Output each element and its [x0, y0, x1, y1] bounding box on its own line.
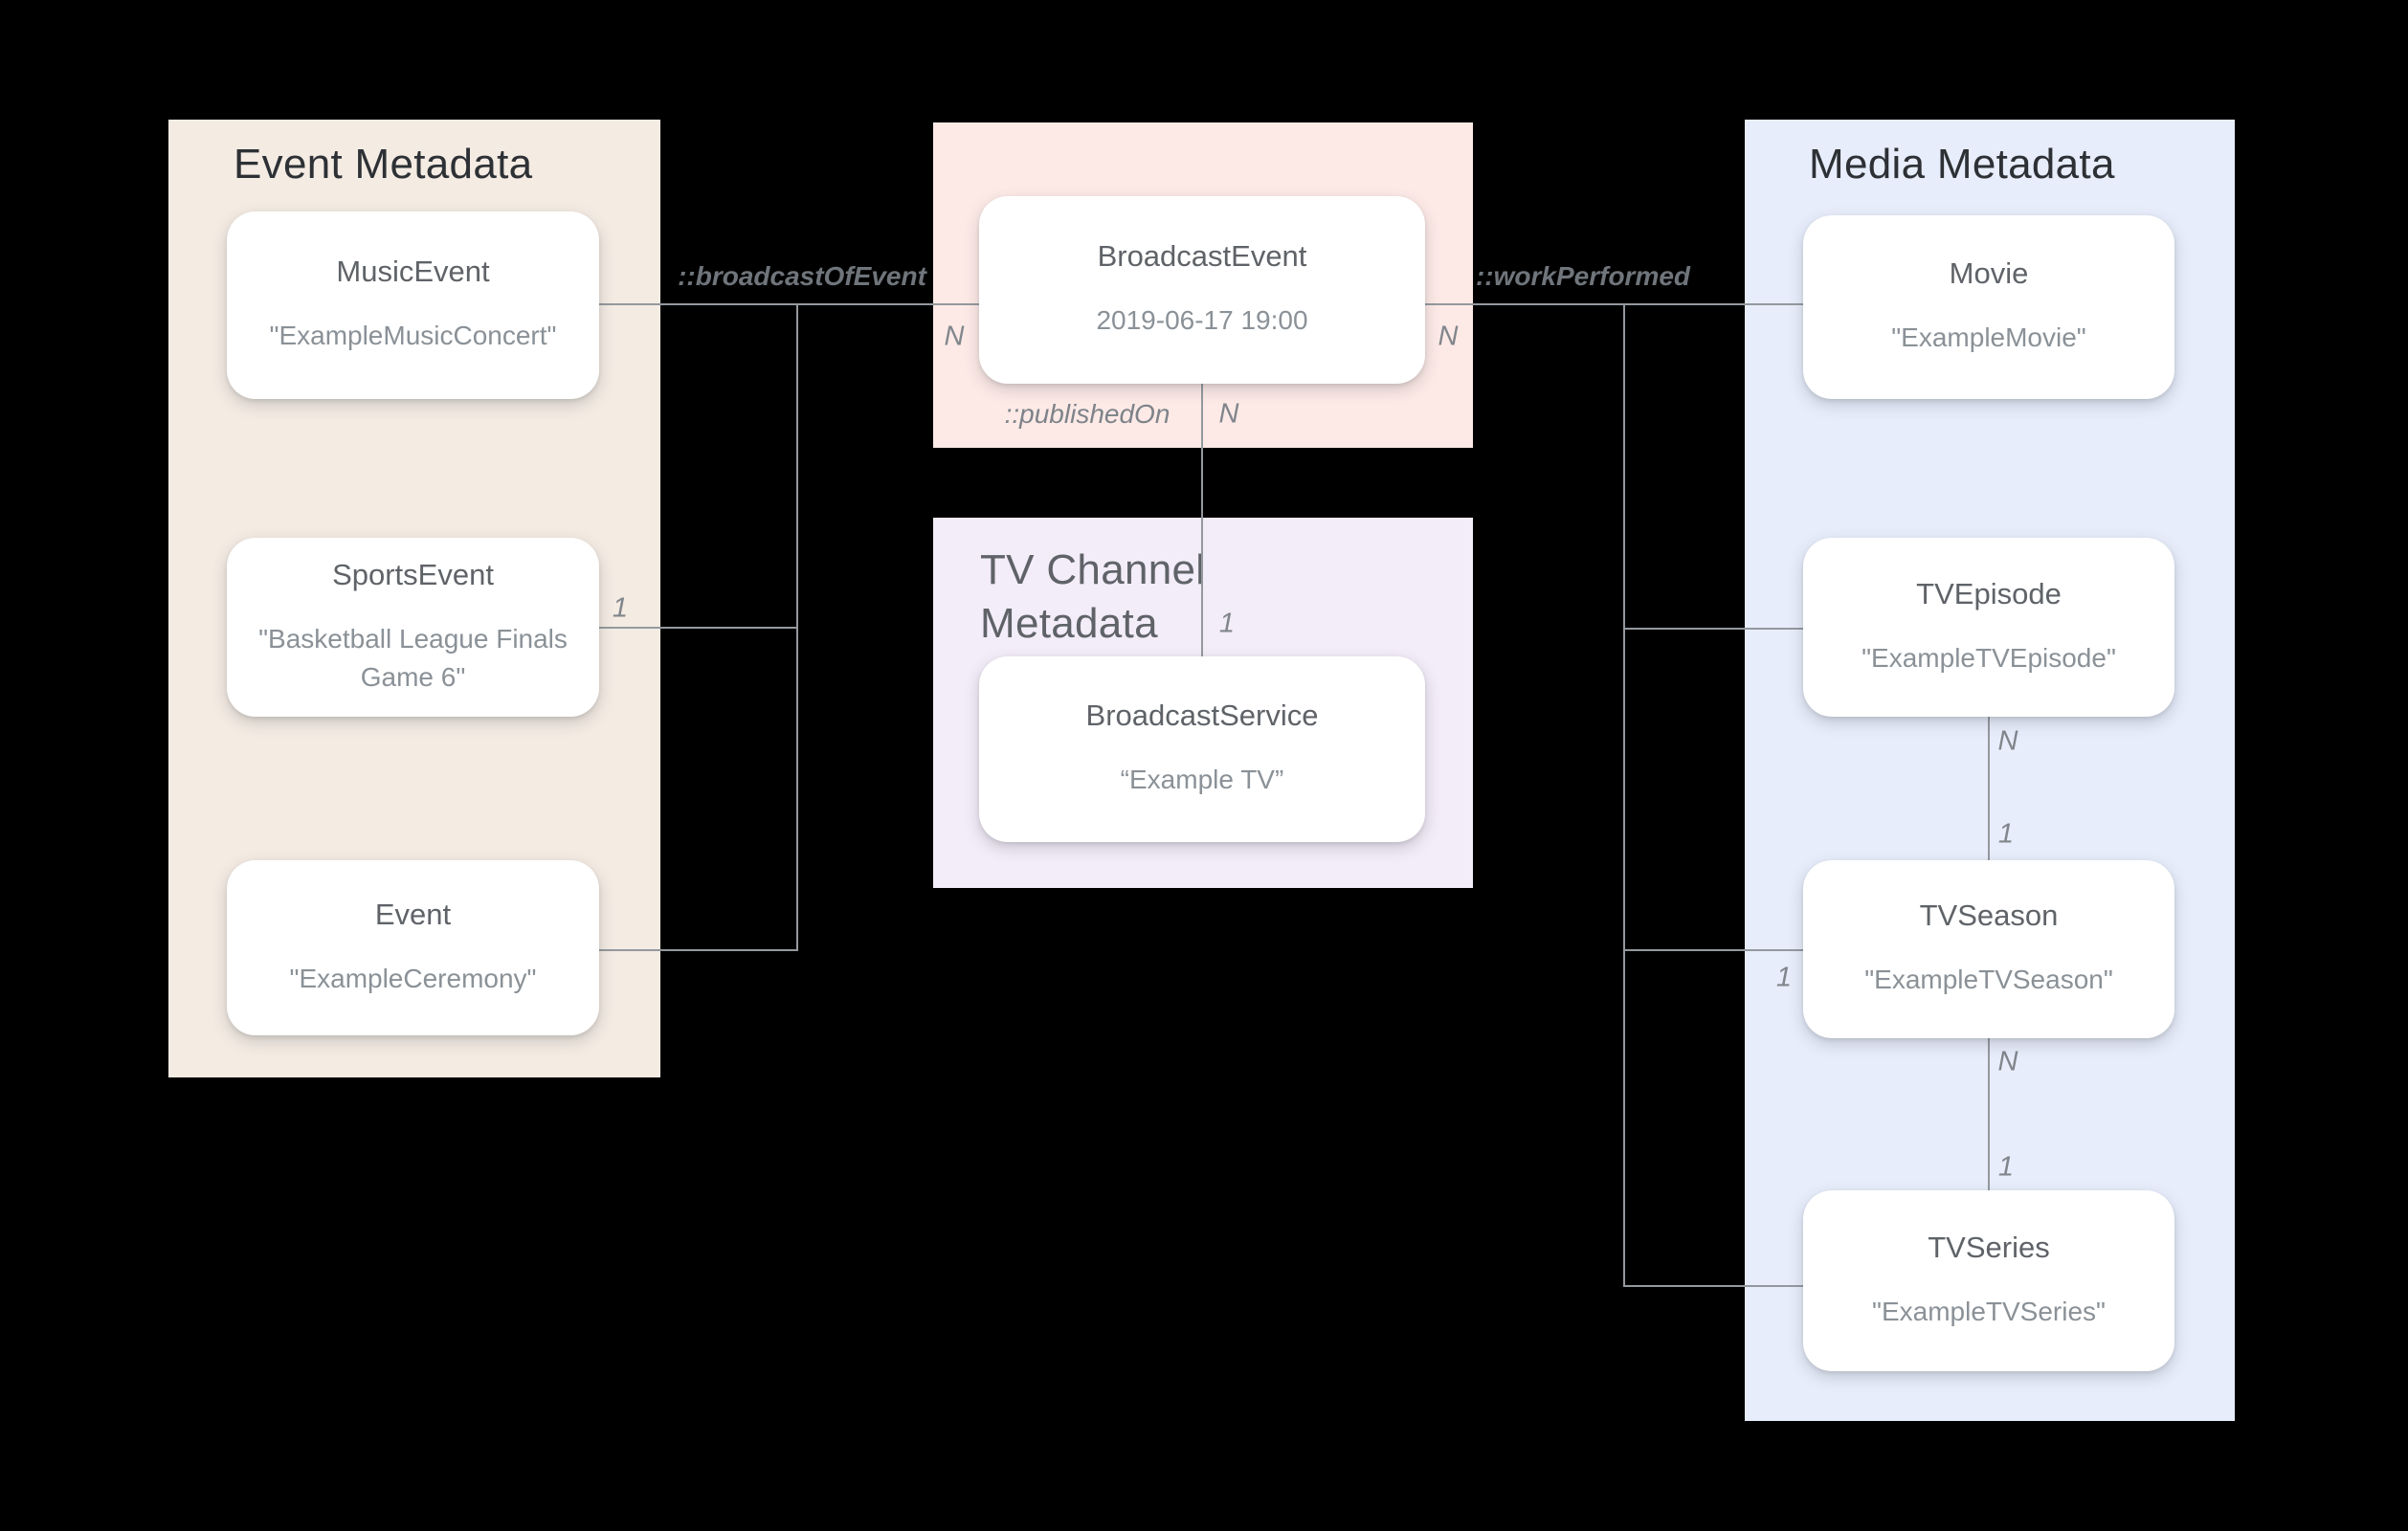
- tv-series-title: TVSeries: [1928, 1230, 2050, 1264]
- published-on-label: ::publishedOn: [1004, 399, 1171, 429]
- broadcast-service-value: “Example TV”: [1120, 765, 1284, 795]
- movie-value: "ExampleMovie": [1891, 322, 2086, 353]
- season-series-line: [1988, 1038, 1990, 1191]
- sports-event-branch-line: [599, 627, 798, 629]
- tv-season-branch-line: [1623, 949, 1804, 951]
- media-trunk-line: [1623, 303, 1625, 1287]
- tv-series-branch-line: [1623, 1285, 1804, 1287]
- tv-series-card: TVSeries "ExampleTVSeries": [1803, 1190, 2174, 1371]
- cardinality-published-on-n: N: [1218, 398, 1239, 430]
- broadcast-service-card: BroadcastService “Example TV”: [979, 656, 1425, 842]
- sports-event-title: SportsEvent: [332, 558, 494, 592]
- tv-season-title: TVSeason: [1919, 899, 2059, 933]
- cardinality-season-series-n: N: [1997, 1046, 2018, 1077]
- sports-event-card: SportsEvent "Basketball League Finals Ga…: [227, 538, 599, 717]
- broadcast-service-title: BroadcastService: [1085, 699, 1319, 733]
- tv-episode-title: TVEpisode: [1916, 576, 2062, 610]
- tv-episode-branch-line: [1623, 628, 1804, 630]
- broadcast-of-event-line: [599, 303, 980, 305]
- broadcast-of-event-label: ::broadcastOfEvent: [678, 261, 926, 291]
- event-metadata-title: Event Metadata: [234, 141, 533, 188]
- event-value: "ExampleCeremony": [289, 963, 537, 993]
- tv-season-card: TVSeason "ExampleTVSeason": [1803, 860, 2174, 1038]
- cardinality-season-series-1: 1: [1997, 1151, 2015, 1183]
- cardinality-broadcast-left-n: N: [944, 321, 965, 352]
- cardinality-episode-season-1: 1: [1997, 818, 2015, 850]
- published-on-line: [1201, 384, 1203, 656]
- movie-title: Movie: [1949, 256, 2029, 291]
- cardinality-broadcast-right-n: N: [1438, 321, 1459, 352]
- event-card: Event "ExampleCeremony": [227, 860, 599, 1035]
- music-event-title: MusicEvent: [336, 255, 490, 289]
- movie-card: Movie "ExampleMovie": [1803, 215, 2174, 399]
- tv-episode-card: TVEpisode "ExampleTVEpisode": [1803, 538, 2174, 717]
- cardinality-published-on-1: 1: [1218, 608, 1236, 639]
- broadcast-event-value: 2019-06-17 19:00: [1096, 305, 1308, 336]
- music-event-value: "ExampleMusicConcert": [269, 321, 557, 351]
- cardinality-episode-season-n: N: [1997, 725, 2018, 757]
- tv-channel-metadata-title: TV Channel Metadata: [980, 546, 1206, 648]
- cardinality-season-workperformed-1: 1: [1775, 962, 1793, 993]
- broadcast-event-card: BroadcastEvent 2019-06-17 19:00: [979, 196, 1425, 384]
- sports-event-value: "Basketball League Finals Game 6": [258, 624, 568, 692]
- event-title: Event: [374, 897, 452, 931]
- music-event-card: MusicEvent "ExampleMusicConcert": [227, 211, 599, 399]
- media-metadata-title: Media Metadata: [1809, 141, 2115, 188]
- tv-episode-value: "ExampleTVEpisode": [1862, 642, 2116, 673]
- tv-series-value: "ExampleTVSeries": [1872, 1296, 2106, 1326]
- work-performed-line: [1424, 303, 1804, 305]
- event-branch-line: [599, 949, 798, 951]
- cardinality-sports-event-1: 1: [612, 592, 629, 624]
- tv-season-value: "ExampleTVSeason": [1864, 965, 2113, 995]
- work-performed-label: ::workPerformed: [1475, 261, 1691, 291]
- episode-season-line: [1988, 717, 1990, 861]
- broadcast-event-title: BroadcastEvent: [1097, 239, 1307, 274]
